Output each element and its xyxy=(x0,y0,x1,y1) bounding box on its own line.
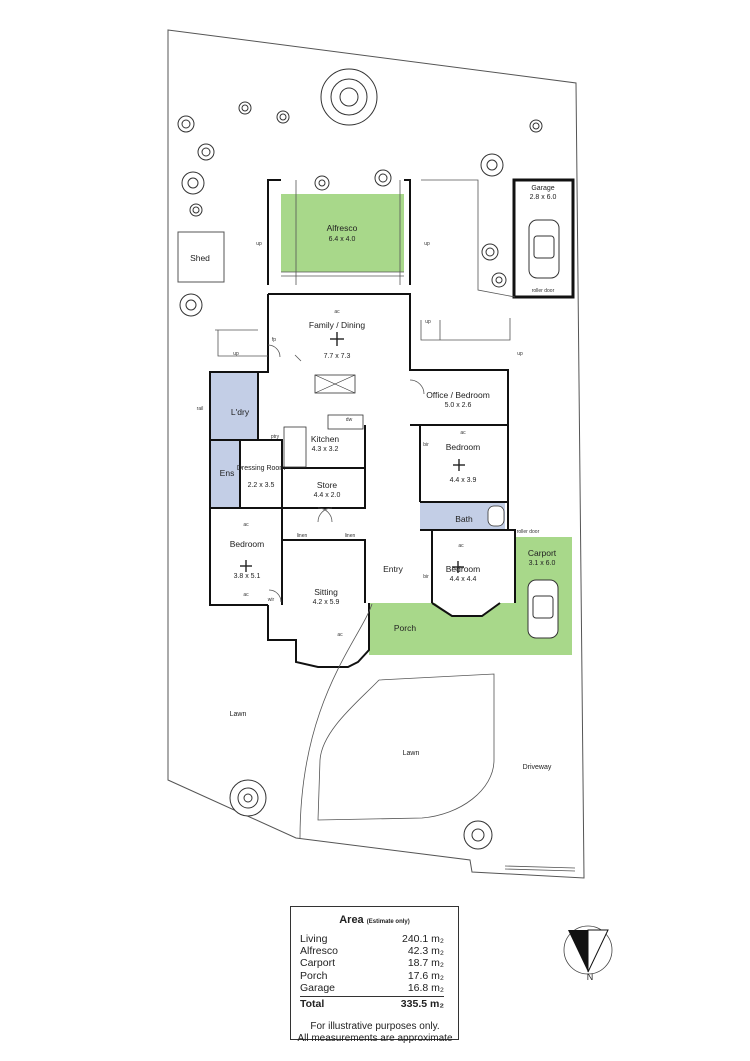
fp-label: fp xyxy=(272,337,276,343)
laundry-label: L'dry xyxy=(231,407,250,417)
ensuite-area xyxy=(210,440,240,508)
laundry-area xyxy=(210,372,258,440)
north-label: N xyxy=(587,972,594,982)
porch-label: Porch xyxy=(394,623,416,633)
rangehood xyxy=(314,374,356,394)
property-boundary xyxy=(167,29,585,879)
garage-name: Garage xyxy=(531,185,554,192)
area-title: Area (Estimate only) xyxy=(339,914,410,926)
alfresco-area xyxy=(281,194,404,272)
porch-area xyxy=(369,603,515,655)
rail-label: rail xyxy=(197,406,204,412)
family-dims: 7.7 x 7.3 xyxy=(324,353,351,360)
entry-label: Entry xyxy=(383,564,404,574)
bath-label: Bath xyxy=(455,514,473,524)
carport-dims: 3.1 x 6.0 xyxy=(529,560,556,567)
disclaimer-line-1: For illustrative purposes only. xyxy=(310,1021,440,1032)
alfresco-dims: 6.4 x 4.0 xyxy=(329,236,356,243)
up-label-4: up xyxy=(425,319,431,325)
garage-dims: 2.8 x 6.0 xyxy=(530,194,557,201)
bedroom-ne-dims: 4.4 x 3.9 xyxy=(450,477,477,484)
disclaimer: For illustrative purposes only. All meas… xyxy=(265,1021,485,1045)
openings xyxy=(215,179,576,872)
area-subtitle: (Estimate only) xyxy=(366,919,410,925)
up-label-3: up xyxy=(233,351,239,357)
bedroom-se-name: Bedroom xyxy=(446,564,481,574)
bir-label-1: bir xyxy=(423,442,429,448)
store-name: Store xyxy=(317,480,338,490)
carport-roller-door-label: roller door xyxy=(517,529,540,535)
up-label-2: up xyxy=(424,241,430,247)
linen-label-2: linen xyxy=(345,533,356,539)
office-dims: 5.0 x 2.6 xyxy=(445,402,472,409)
linen-label-1: linen xyxy=(297,533,308,539)
ac-label-5: ac xyxy=(337,632,343,638)
bath-tub xyxy=(487,505,505,527)
family-name: Family / Dining xyxy=(309,320,365,330)
dishwasher-label: dw xyxy=(346,417,353,423)
driveway-label: Driveway xyxy=(523,764,552,771)
shed-label: Shed xyxy=(190,253,210,263)
dressing-name: Dressing Room xyxy=(237,465,285,472)
bedroom-se-dims: 4.4 x 4.4 xyxy=(450,576,477,583)
office-name: Office / Bedroom xyxy=(426,390,490,400)
bedroom-ne-name: Bedroom xyxy=(446,442,481,452)
kitchen-island xyxy=(327,414,364,430)
shed xyxy=(177,231,225,283)
ensuite-label: Ens xyxy=(220,468,235,478)
bir-label-2: bir xyxy=(423,574,429,580)
up-label-1: up xyxy=(256,241,262,247)
kitchen-bench xyxy=(283,426,307,468)
walls xyxy=(209,179,516,668)
wir-label: wir xyxy=(268,597,275,603)
store-dims: 4.4 x 2.0 xyxy=(314,492,341,499)
bedroom-w-dims: 3.8 x 5.1 xyxy=(234,573,261,580)
garage-roller-door-label: roller door xyxy=(532,288,555,294)
ceiling-fans xyxy=(240,332,465,573)
dressing-dims: 2.2 x 3.5 xyxy=(248,482,275,489)
bedroom-w-name: Bedroom xyxy=(230,539,265,549)
car-icon xyxy=(527,219,560,639)
ac-label-6: ac xyxy=(458,543,464,549)
ac-label-3: ac xyxy=(243,522,249,528)
north-arrow-icon xyxy=(563,925,613,975)
ac-label-2: ac xyxy=(460,430,466,436)
sitting-name: Sitting xyxy=(314,587,338,597)
lawn-centre-label: Lawn xyxy=(403,750,420,757)
up-label-5: up xyxy=(517,351,523,357)
lawn-west-label: Lawn xyxy=(230,711,247,718)
disclaimer-line-2: All measurements are approximate xyxy=(297,1033,453,1044)
alfresco-name: Alfresco xyxy=(327,223,358,233)
pantry-label: ptry xyxy=(271,434,280,440)
kitchen-name: Kitchen xyxy=(311,434,340,444)
trees xyxy=(177,68,543,850)
carport-name: Carport xyxy=(528,548,557,558)
ac-label-1: ac xyxy=(334,309,340,315)
sitting-dims: 4.2 x 5.9 xyxy=(313,599,340,606)
ac-label-4: ac xyxy=(243,592,249,598)
kitchen-dims: 4.3 x 3.2 xyxy=(312,446,339,453)
